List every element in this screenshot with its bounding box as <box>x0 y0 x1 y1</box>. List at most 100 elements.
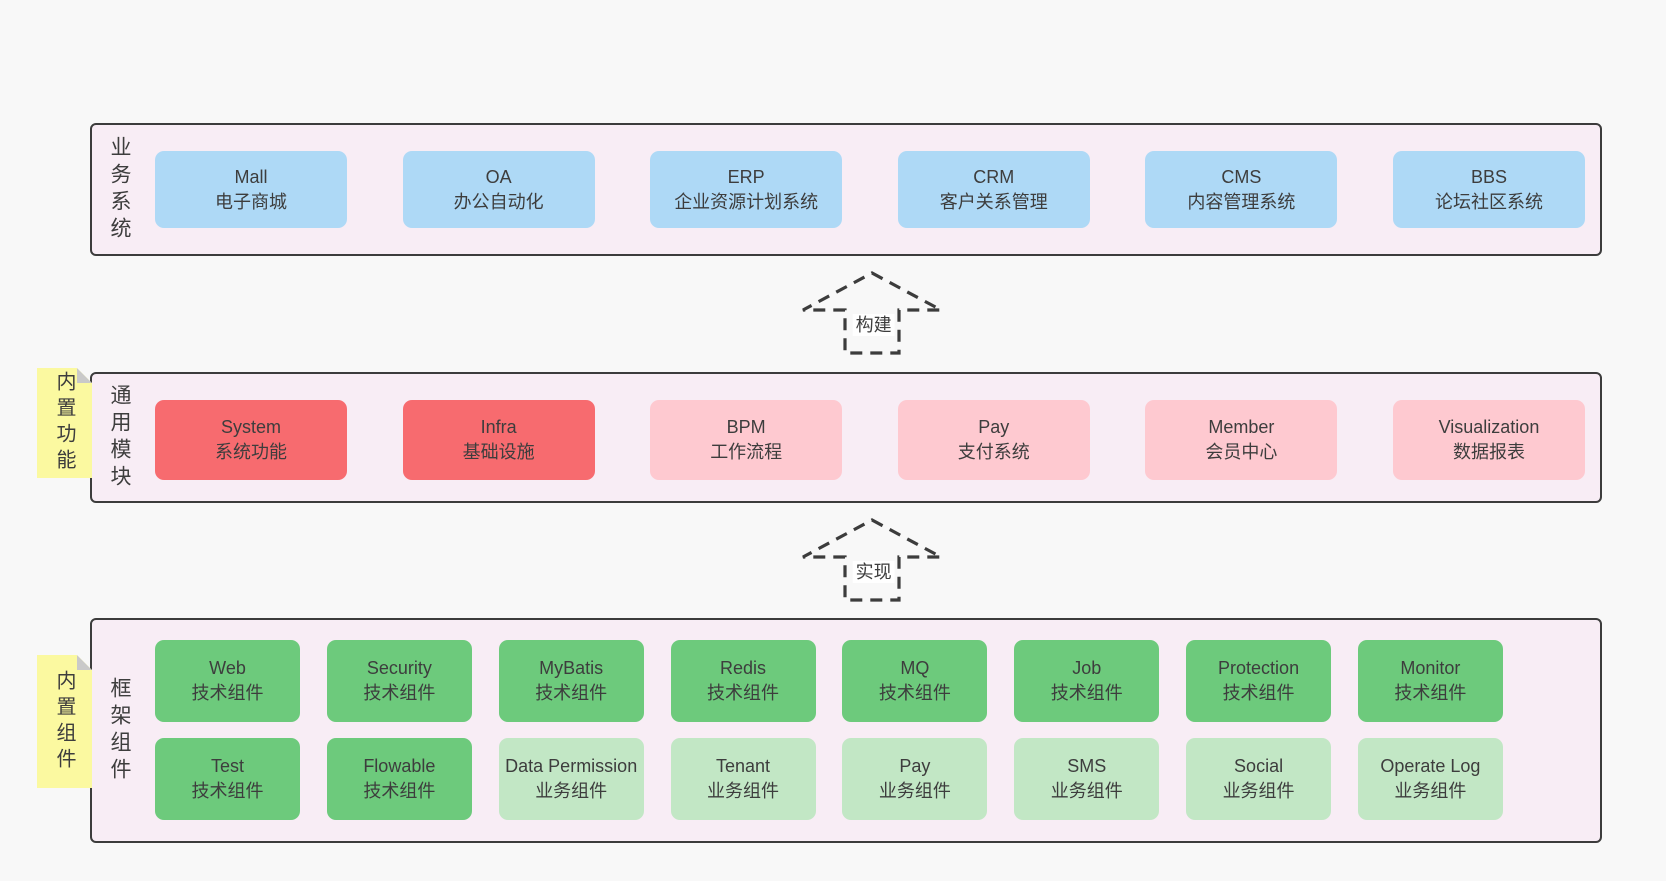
box-title: Tenant <box>716 756 771 776</box>
box-subtitle: 基础设施 <box>462 442 535 462</box>
box-flowable: Flowable 技术组件 <box>326 738 472 820</box>
box-monitor: Monitor 技术组件 <box>1357 640 1503 722</box>
box-crm: CRM 客户关系管理 <box>897 151 1090 228</box>
box-subtitle: 系统功能 <box>215 442 287 462</box>
box-security: Security 技术组件 <box>326 640 472 722</box>
box-subtitle: 电子商城 <box>215 191 287 212</box>
box-bpm: BPM 工作流程 <box>650 400 843 480</box>
box-mq: MQ 技术组件 <box>842 640 988 722</box>
box-member: Member 会员中心 <box>1145 400 1338 480</box>
box-title: BPM <box>726 417 766 437</box>
box-title: SMS <box>1067 756 1107 776</box>
box-subtitle: 论坛社区系统 <box>1434 191 1543 212</box>
box-subtitle: 业务组件 <box>1394 781 1467 801</box>
box-tenant: Tenant 业务组件 <box>670 738 816 820</box>
box-subtitle: 技术组件 <box>1050 683 1123 703</box>
box-subtitle: 数据报表 <box>1452 442 1525 462</box>
box-title: Infra <box>480 417 517 437</box>
box-oa: OA 办公自动化 <box>402 151 595 228</box>
box-title: ERP <box>727 166 765 187</box>
box-pay: Pay 业务组件 <box>842 738 988 820</box>
box-subtitle: 技术组件 <box>363 781 436 801</box>
box-title: Member <box>1208 417 1275 437</box>
box-redis: Redis 技术组件 <box>670 640 816 722</box>
box-web: Web 技术组件 <box>155 640 300 722</box>
band-label-common-modules: 通用模块 <box>108 383 131 492</box>
note-text: 内置功能 <box>53 371 75 475</box>
box-subtitle: 业务组件 <box>1050 781 1123 801</box>
box-title: Social <box>1234 756 1284 776</box>
box-subtitle: 技术组件 <box>191 683 264 703</box>
box-title: MQ <box>900 658 930 678</box>
build-arrow: 构建 <box>800 270 944 356</box>
box-subtitle: 内容管理系统 <box>1187 191 1296 212</box>
box-subtitle: 工作流程 <box>710 442 783 462</box>
box-title: System <box>220 417 281 437</box>
box-subtitle: 技术组件 <box>191 781 264 801</box>
box-title: Visualization <box>1438 417 1540 437</box>
box-title: OA <box>485 166 512 187</box>
box-subtitle: 技术组件 <box>878 683 951 703</box>
box-title: BBS <box>1470 166 1507 187</box>
box-subtitle: 会员中心 <box>1205 442 1278 462</box>
box-subtitle: 支付系统 <box>957 442 1030 462</box>
box-subtitle: 技术组件 <box>707 683 780 703</box>
box-title: Flowable <box>363 756 436 776</box>
box-subtitle: 技术组件 <box>363 683 436 703</box>
box-title: Pay <box>899 756 931 776</box>
implement-arrow: 实现 <box>800 517 944 603</box>
box-title: Mall <box>234 166 268 187</box>
box-sms: SMS 业务组件 <box>1014 738 1160 820</box>
box-subtitle: 办公自动化 <box>453 191 544 212</box>
box-title: Web <box>209 658 246 678</box>
band-label-business-systems: 业务系统 <box>108 135 131 244</box>
sticky-note-builtin-components: 内置组件 <box>37 655 92 788</box>
sticky-note-builtin-features: 内置功能 <box>37 368 92 478</box>
box-test: Test 技术组件 <box>155 738 300 820</box>
band-label-framework-components: 框架组件 <box>108 676 131 785</box>
implement-arrow-label: 实现 <box>852 561 895 583</box>
box-protection: Protection 技术组件 <box>1186 640 1332 722</box>
box-subtitle: 客户关系管理 <box>939 191 1048 212</box>
box-subtitle: 技术组件 <box>1222 683 1295 703</box>
box-title: Test <box>210 756 244 776</box>
box-subtitle: 业务组件 <box>878 781 951 801</box>
box-title: CRM <box>973 166 1015 187</box>
box-title: Data Permission <box>505 756 638 776</box>
box-bbs: BBS 论坛社区系统 <box>1392 151 1585 228</box>
build-arrow-label: 构建 <box>852 314 895 336</box>
box-system: System 系统功能 <box>155 400 347 480</box>
box-title: Monitor <box>1400 658 1461 678</box>
box-title: Job <box>1072 658 1102 678</box>
box-title: Security <box>366 658 432 678</box>
box-title: Protection <box>1218 658 1300 678</box>
box-job: Job 技术组件 <box>1014 640 1160 722</box>
box-title: MyBatis <box>539 658 604 678</box>
box-social: Social 业务组件 <box>1186 738 1332 820</box>
box-title: Redis <box>720 658 767 678</box>
box-subtitle: 业务组件 <box>707 781 780 801</box>
box-cms: CMS 内容管理系统 <box>1145 151 1338 228</box>
box-subtitle: 技术组件 <box>1394 683 1467 703</box>
box-infra: Infra 基础设施 <box>402 400 595 480</box>
box-title: CMS <box>1221 166 1262 187</box>
box-subtitle: 业务组件 <box>535 781 608 801</box>
dashed-up-arrow-icon <box>802 518 942 602</box>
box-subtitle: 业务组件 <box>1222 781 1295 801</box>
dashed-up-arrow-icon <box>802 271 942 355</box>
